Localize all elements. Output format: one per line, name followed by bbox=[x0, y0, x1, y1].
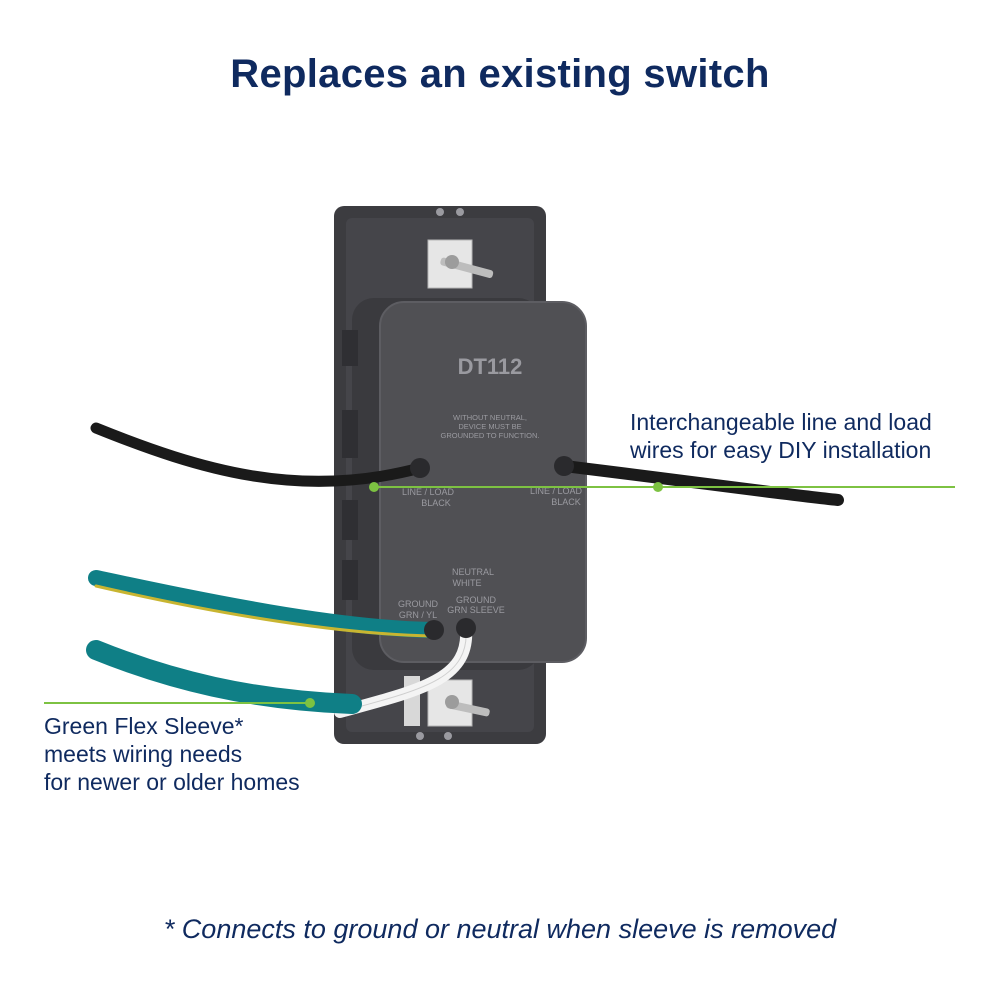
footnote: * Connects to ground or neutral when sle… bbox=[163, 914, 837, 944]
sleeve-callout: Green Flex Sleeve* meets wiring needs fo… bbox=[44, 712, 364, 796]
warning-line-1: WITHOUT NEUTRAL, bbox=[453, 413, 527, 422]
ground-wire bbox=[88, 570, 440, 638]
right-black-wire bbox=[558, 460, 844, 506]
model-label: DT112 bbox=[458, 354, 523, 379]
sleeve-leader-dot bbox=[305, 698, 315, 708]
switch-body bbox=[342, 298, 587, 670]
line-load-right-label-1: LINE / LOAD bbox=[530, 486, 583, 496]
ground-sleeve-label-2: GRN SLEEVE bbox=[447, 605, 505, 615]
neutral-label-1: NEUTRAL bbox=[452, 567, 494, 577]
wires bbox=[86, 422, 844, 718]
sleeve-callout-line-3: for newer or older homes bbox=[44, 769, 300, 795]
leader-lines bbox=[44, 482, 955, 708]
warning-line-2: DEVICE MUST BE bbox=[458, 422, 521, 431]
line-load-callout-line-2: wires for easy DIY installation bbox=[630, 437, 932, 463]
top-mounting-screw bbox=[427, 239, 494, 289]
line-load-left-label-1: LINE / LOAD bbox=[402, 487, 455, 497]
line-load-leader-dot-left bbox=[369, 482, 379, 492]
left-black-wire bbox=[90, 422, 426, 487]
line-load-callout: Interchangeable line and load wires for … bbox=[630, 408, 970, 464]
line-load-left-label-2: BLACK bbox=[421, 498, 451, 508]
page-title: Replaces an existing switch bbox=[230, 52, 770, 96]
line-load-leader-dot-right bbox=[653, 482, 663, 492]
sleeve-callout-line-1: Green Flex Sleeve* bbox=[44, 713, 244, 739]
line-load-callout-line-1: Interchangeable line and load bbox=[630, 409, 932, 435]
sleeve-callout-line-2: meets wiring needs bbox=[44, 741, 243, 767]
ground-sleeve-label-1: GROUND bbox=[456, 595, 496, 605]
warning-line-3: GROUNDED TO FUNCTION. bbox=[441, 431, 540, 440]
line-load-right-label-2: BLACK bbox=[551, 497, 581, 507]
green-flex-sleeve bbox=[86, 640, 362, 714]
ground-left-label-2: GRN / YL bbox=[399, 610, 437, 620]
ground-left-label-1: GROUND bbox=[398, 599, 438, 609]
neutral-label-2: WHITE bbox=[453, 578, 482, 588]
